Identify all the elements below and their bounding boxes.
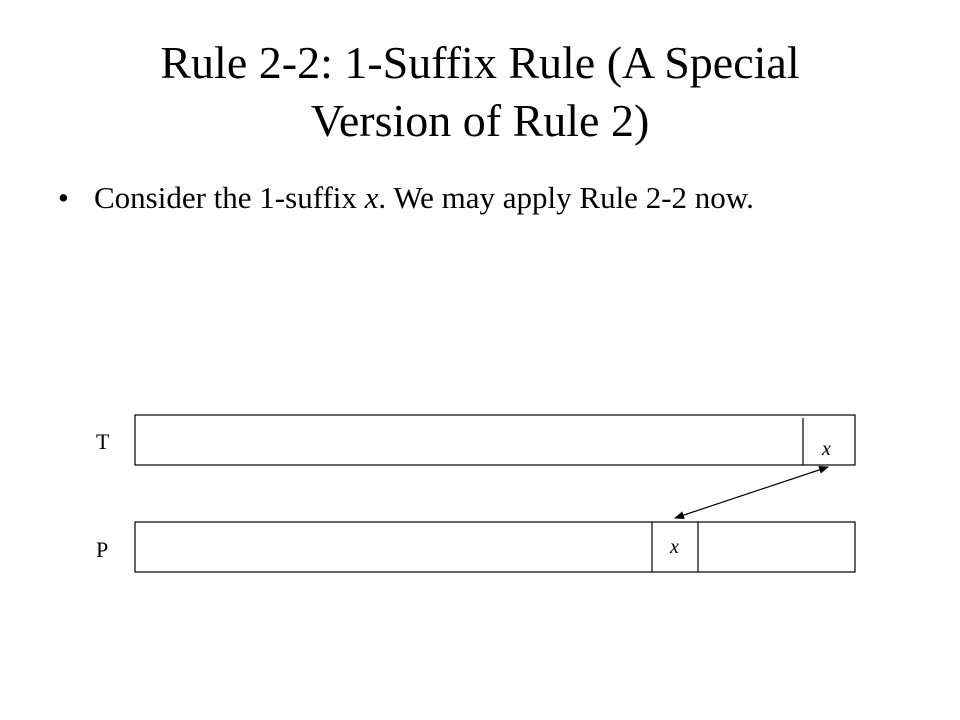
bullet-marker: • bbox=[58, 180, 69, 215]
pattern-string-box bbox=[134, 521, 856, 573]
slide-title: Rule 2-2: 1-Suffix Rule (A Special Versi… bbox=[0, 34, 960, 150]
match-arrow bbox=[674, 466, 829, 519]
bullet-text-after: . We may apply Rule 2-2 now. bbox=[378, 180, 754, 215]
text-suffix-char: x bbox=[821, 438, 831, 460]
bullet-item: • Consider the 1-suffix x. We may apply … bbox=[58, 178, 754, 218]
bullet-term: x bbox=[364, 180, 379, 215]
pattern-string-label: P bbox=[96, 537, 108, 562]
slide-title-line-1: Rule 2-2: 1-Suffix Rule (A Special bbox=[160, 37, 800, 88]
text-string-box bbox=[134, 414, 856, 466]
bullet-list: • Consider the 1-suffix x. We may apply … bbox=[58, 178, 754, 218]
slide-title-line-2: Version of Rule 2) bbox=[310, 95, 650, 146]
pattern-char: x bbox=[669, 536, 679, 558]
text-string-label: T bbox=[96, 429, 110, 454]
bullet-text-before: Consider the 1-suffix bbox=[94, 180, 365, 215]
bullet-text: Consider the 1-suffix x. We may apply Ru… bbox=[94, 178, 754, 218]
